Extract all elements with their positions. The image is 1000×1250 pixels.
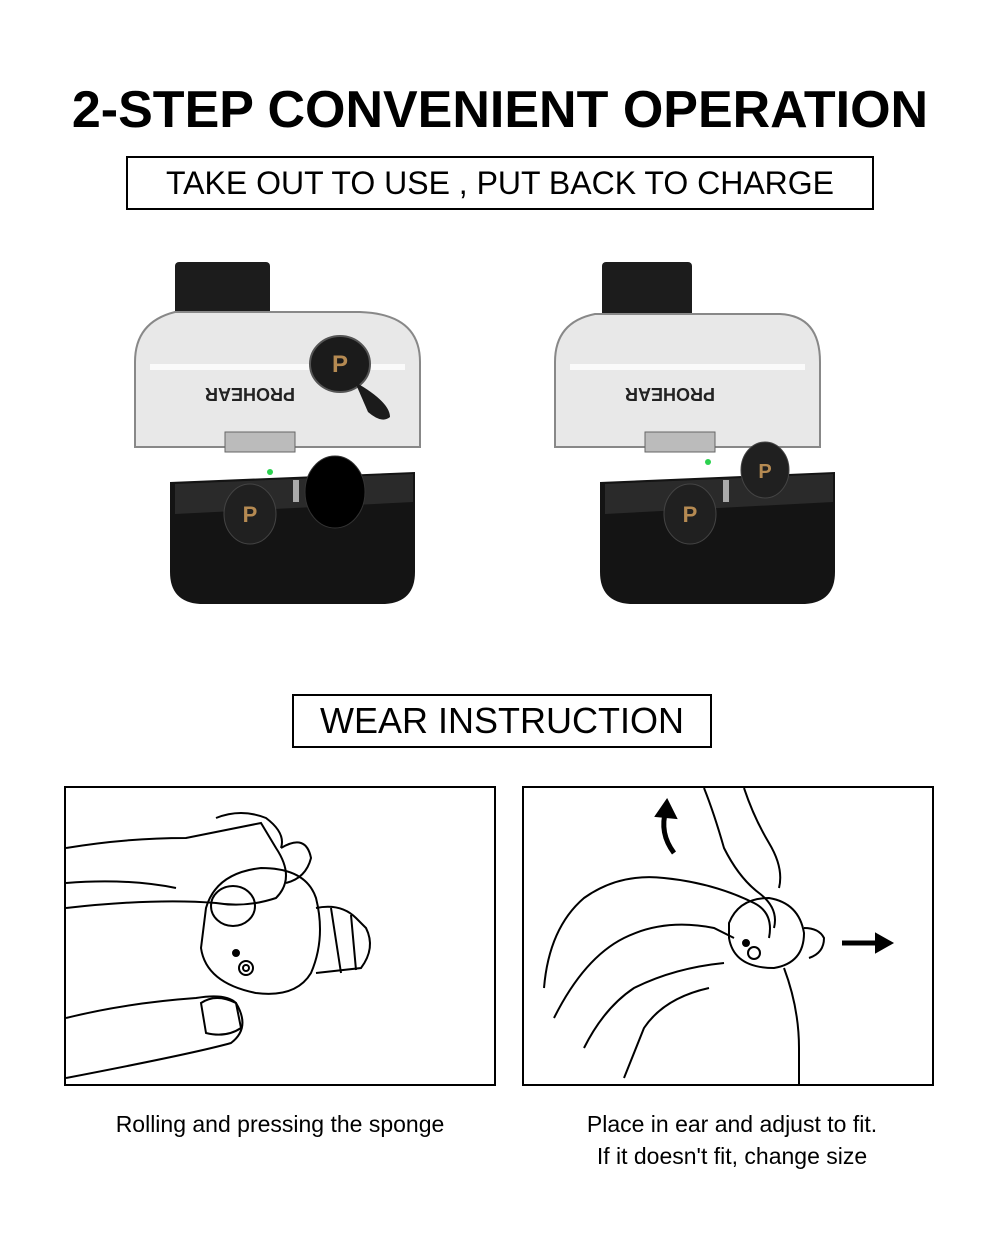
earbud-in-case-right [740, 441, 790, 499]
case-flap [602, 262, 692, 327]
caption-line-1: Place in ear and adjust to fit. [586, 1111, 878, 1137]
earbud-taken-out [309, 335, 371, 393]
wear-instruction-heading: WEAR INSTRUCTION [292, 694, 712, 748]
subtitle-box: TAKE OUT TO USE , PUT BACK TO CHARGE [126, 156, 874, 210]
caption-rolling-sponge: Rolling and pressing the sponge [115, 1111, 445, 1137]
caption-place-in-ear: Place in ear and adjust to fit. If it do… [522, 1108, 942, 1172]
svg-text:P: P [758, 461, 771, 483]
led-indicator [267, 469, 273, 475]
svg-text:P: P [243, 502, 258, 527]
clear-lid [554, 313, 821, 448]
illustration-rolling-sponge [64, 786, 496, 1086]
charging-case-earbuds-in: PROHEAR P P [550, 252, 850, 612]
earbud-in-case-left [663, 483, 717, 545]
page-title: 2-STEP CONVENIENT OPERATION [71, 81, 929, 139]
illustration-place-in-ear [522, 786, 934, 1086]
lid-brand-text: PROHEAR [625, 384, 715, 404]
case-flap [175, 262, 270, 322]
charging-case-open-earbud-out: PROHEAR P P [130, 252, 430, 612]
lid-brand-text: PROHEAR [205, 384, 295, 404]
caption-line-2: If it doesn't fit, change size [596, 1143, 868, 1169]
led-indicator [705, 459, 711, 465]
clear-lid [134, 311, 421, 448]
earbud-in-case [223, 483, 277, 545]
svg-text:P: P [332, 351, 348, 378]
svg-text:P: P [683, 502, 698, 527]
empty-slot [304, 455, 366, 529]
